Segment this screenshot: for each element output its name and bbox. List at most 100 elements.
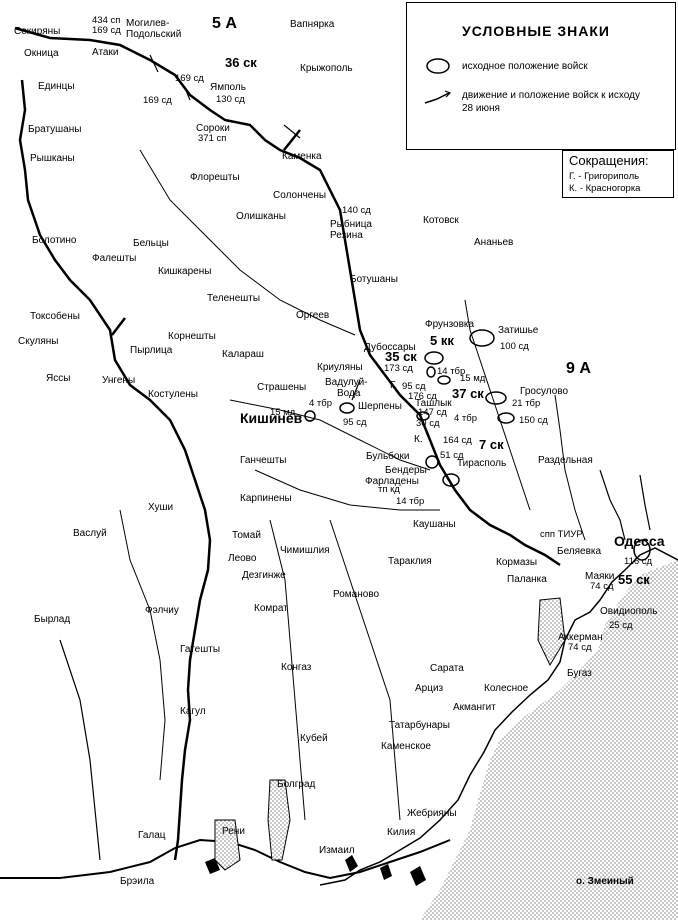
city-akmangit: Акмангит [453,702,496,713]
unit-25sd: 25 сд [609,620,633,631]
city-palanka: Паланка [507,574,547,585]
unit-173sd: 173 сд [384,363,413,374]
legend-movement-1: движение и положение войск к исходу [462,90,640,101]
unit-116sd: 116 сд [624,556,653,567]
coastline [319,547,678,886]
city-reni: Рени [222,826,245,837]
black-sea [420,560,678,920]
abbreviations-box: Сокращения: Г. - Григориполь К. - Красно… [562,150,674,198]
corps-37: 37 ск [452,386,484,401]
legend-movement-2: 28 июня [462,103,500,114]
movement-arrows [149,54,361,401]
city-sekiryany: Секиряны [14,26,61,37]
legend-initial-positions: исходное положение войск [462,61,588,72]
city-kriulyany: Криуляны [317,362,363,373]
city-strasheny: Страшены [257,382,307,393]
city-leovo: Леово [228,553,257,564]
legend-box: УСЛОВНЫЕ ЗНАКИ исходное положение войск … [406,2,676,150]
city-kolesnoe: Колесное [484,683,529,694]
city-bolgrad: Болград [277,779,316,790]
city-mogilev-1: Могилев- [126,18,170,29]
unit-tpkd: тп кд [378,484,400,495]
city-kishinev: Кишинев [240,410,303,426]
byk-river [229,399,431,471]
border-mark-2 [283,129,301,151]
city-faleshty: Фалешты [92,253,137,264]
city-floreshty: Флорешты [190,172,240,183]
city-ananyev: Ананьев [474,237,514,248]
city-grosulovo: Гросулово [520,386,569,397]
unit-169sd-c: 169 сд [143,95,172,106]
city-botushany: Ботушаны [350,274,398,285]
city-chimishliya: Чимишлия [280,545,330,556]
city-tomay: Томай [232,530,261,541]
corps-7: 7 ск [479,437,504,452]
city-frunzovka: Фрунзовка [425,319,475,330]
city-skulyany: Скуляны [18,336,59,347]
city-bendery: Бендеры [385,465,427,476]
city-sarata: Сарата [430,663,464,674]
unit-169sd-b: 169 сд [175,73,204,84]
city-kongaz: Конгаз [281,662,312,673]
city-kaushany: Каушаны [413,519,456,530]
unit-434sp: 434 сп [92,15,121,26]
city-mayaki: Маяки [585,571,615,582]
city-akkerman: Аккерман [558,632,603,643]
city-kamenka: Каменка [282,151,322,162]
city-razdelnaya: Раздельная [538,455,593,466]
unit-169sd-a: 169 сд [92,25,121,36]
unit-130sd: 130 сд [216,94,245,105]
lake-kagul [214,819,241,871]
city-korneshty: Корнешты [168,331,216,342]
city-tatarbunary: Татарбунары [389,720,450,731]
city-mogilev-2: Подольский [126,29,182,40]
city-arciz: Арциз [415,683,444,694]
city-izmail: Измаил [319,845,355,856]
barlad-river [119,509,166,781]
city-tiraspol: Тирасполь [457,458,507,469]
yalpug-river [269,519,306,821]
city-kormazy: Кормазы [496,557,538,568]
city-khushi: Хуши [148,502,174,513]
unit-15md: 15 мд [460,373,486,384]
city-tashlyk: Ташлык [415,398,452,409]
unit-30sd: 30 сд [416,418,440,429]
city-yampol: Ямполь [210,82,246,93]
corps-55: 55 ск [618,572,650,587]
prut-river [18,79,212,861]
city-karpineny: Карпинены [240,493,292,504]
kuchurgan-river [554,394,586,541]
city-yassy: Яссы [46,373,71,384]
danube-delta [205,855,426,886]
city-kamenskoe: Каменское [381,741,431,752]
city-ovidiopol: Овидиополь [600,606,658,617]
unit-51sd: 51 сд [440,450,464,461]
odessa-coast [599,469,651,541]
city-zhebriyany: Жебрияны [407,808,457,819]
city-ryshkany: Рышканы [30,153,75,164]
unit-176sd: 176 сд [408,391,437,402]
city-vapnyarka: Вапнярка [290,19,335,30]
army-9a: 9 А [566,360,591,377]
border-mark [111,317,126,336]
city-olishkany: Олишканы [236,211,286,222]
city-kiliya: Килия [387,827,416,838]
abbr-g: Г. - Григориполь [569,171,640,182]
city-soroki: Сороки [196,123,230,134]
city-gateshty: Гатешты [180,644,221,655]
unit-95sd-b: 95 сд [343,417,367,428]
city-belyaevka: Беляевка [557,546,602,557]
city-rezina: Резина [330,230,363,241]
city-rybnica: Рыбница [330,219,372,230]
corps-35: 35 ск [385,349,417,364]
kogalnik-river [329,519,401,821]
city-bugaz: Бугаз [567,668,592,679]
legend-ellipse-icon [426,58,450,74]
city-g: Г. [390,380,397,391]
army-5a: 5 А [212,15,237,32]
unit-74sd-b: 74 сд [568,642,592,653]
unit-14tbr-2: 14 тбр [396,496,425,507]
island-zmeiny: о. Змеиный [576,876,634,887]
